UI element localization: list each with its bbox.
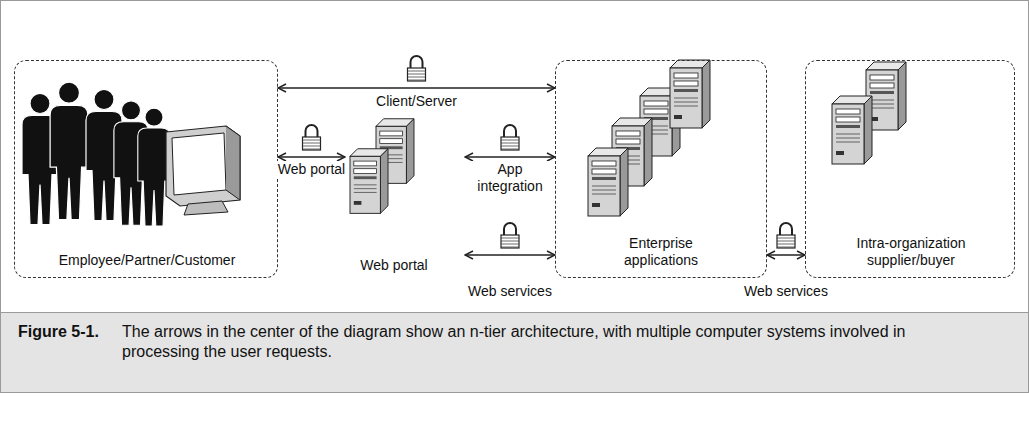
computer-monitor [166, 126, 240, 215]
frame [1, 1, 1029, 313]
edge-label: Web services [741, 283, 831, 300]
server-node: Web portal [345, 118, 465, 276]
group-box: Enterprise applications [555, 60, 767, 278]
connector-arrow [278, 156, 345, 157]
edge-label: Client/Server [373, 93, 460, 110]
connector-arrow [465, 254, 555, 255]
edge-label: Web services [465, 283, 555, 300]
server-towers [350, 60, 906, 216]
lock-icon [501, 125, 519, 150]
lock-icon [777, 223, 795, 248]
node-label: Intra-organization supplier/buyer [821, 235, 1001, 269]
group-box: Employee/Partner/Customer [14, 60, 278, 278]
node-label: Enterprise applications [606, 235, 716, 269]
node-label: Employee/Partner/Customer [15, 252, 279, 269]
figure-number: Figure 5-1. [18, 322, 99, 342]
caption-band [1, 313, 1029, 393]
caption: The arrows in the center of the diagram … [122, 322, 982, 362]
node-label: Web portal [349, 257, 439, 274]
lock-icon [303, 125, 321, 150]
edge-label: App integration [465, 161, 555, 195]
connector-arrow [278, 87, 555, 88]
people-figures [22, 82, 170, 226]
connector-arrow [465, 156, 555, 157]
connector-arrow [767, 254, 805, 255]
group-box: Intra-organization supplier/buyer [805, 60, 1015, 278]
edge-label: Web portal [275, 161, 348, 178]
lock-icon [408, 56, 426, 81]
lock-icon [501, 223, 519, 248]
